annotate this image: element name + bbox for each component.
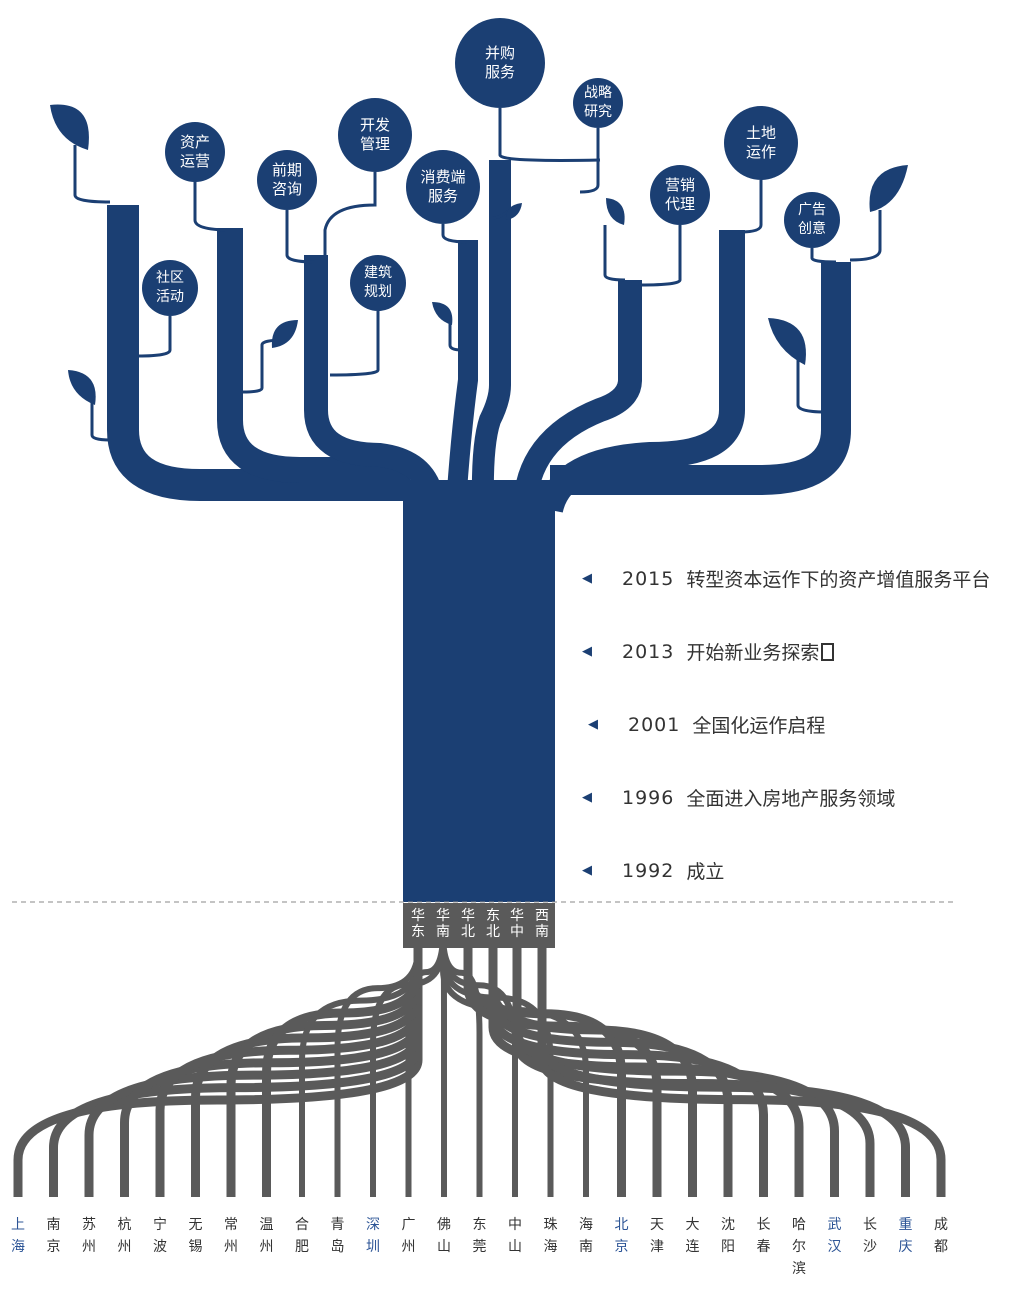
city-label: 佛 山 xyxy=(437,1217,451,1255)
service-bubble-dev: 开发 管理 xyxy=(338,98,412,172)
region-label: 华 北 xyxy=(461,908,475,940)
city-label: 苏 州 xyxy=(82,1217,96,1255)
city-label: 北 京 xyxy=(614,1217,629,1255)
city-label: 天 津 xyxy=(650,1217,664,1255)
service-bubble-community: 社区 活动 xyxy=(142,260,198,316)
leaf-icon xyxy=(505,203,522,220)
root-base xyxy=(403,903,555,948)
root-line xyxy=(334,945,421,1197)
missing-glyph-icon xyxy=(821,642,835,661)
service-bubble-merger: 并购 服务 xyxy=(455,18,545,108)
city-label: 青 岛 xyxy=(330,1217,345,1255)
city-label: 杭 州 xyxy=(117,1217,132,1255)
city-label: 无 锡 xyxy=(188,1217,203,1255)
service-bubble-land: 土地 运作 xyxy=(724,106,798,180)
service-bubble-strategy: 战略 研究 xyxy=(573,78,623,128)
leaf-icon xyxy=(271,320,298,348)
city-label: 宁 波 xyxy=(153,1217,167,1255)
leaf-icon xyxy=(768,318,806,365)
city-label: 合 肥 xyxy=(295,1217,309,1255)
arrow-left-icon: ◀ xyxy=(582,571,592,586)
leaf-icon xyxy=(50,104,89,150)
city-label: 海 南 xyxy=(579,1217,593,1255)
branch xyxy=(217,228,410,483)
leaf-icon xyxy=(68,370,96,405)
city-label: 南 京 xyxy=(46,1217,61,1255)
city-label: 沈 阳 xyxy=(721,1217,735,1255)
leaf-icon xyxy=(606,198,625,225)
branch xyxy=(471,160,511,531)
region-label: 华 南 xyxy=(436,908,450,940)
arrow-left-icon: ◀ xyxy=(588,717,598,732)
city-label: 哈 尔 滨 xyxy=(792,1217,806,1277)
leaf-icon xyxy=(869,165,908,212)
city-label: 长 春 xyxy=(756,1217,771,1255)
city-label: 常 州 xyxy=(224,1217,238,1255)
service-bubble-consumer: 消费端 服务 xyxy=(406,150,480,224)
city-label: 重 庆 xyxy=(898,1217,913,1255)
service-bubble-consult: 前期 咨询 xyxy=(257,150,317,210)
city-label: 成 都 xyxy=(934,1217,948,1255)
branch xyxy=(513,280,642,511)
root-line xyxy=(13,945,423,1197)
city-label: 深 圳 xyxy=(366,1217,380,1255)
city-label: 大 连 xyxy=(685,1217,700,1255)
service-bubble-marketing: 营销 代理 xyxy=(650,165,710,225)
branch xyxy=(304,255,442,495)
city-label: 珠 海 xyxy=(543,1217,558,1255)
city-label: 长 沙 xyxy=(863,1217,877,1255)
root-line xyxy=(49,945,423,1197)
arrow-left-icon: ◀ xyxy=(582,644,592,659)
branch xyxy=(445,240,478,521)
region-label: 东 北 xyxy=(486,908,500,940)
city-label: 上 海 xyxy=(11,1217,25,1255)
city-label: 武 汉 xyxy=(827,1217,842,1255)
region-label: 西 南 xyxy=(535,908,549,940)
region-label: 华 东 xyxy=(411,908,425,940)
service-bubble-asset: 资产 运营 xyxy=(165,122,225,182)
arrow-left-icon: ◀ xyxy=(582,863,592,878)
service-bubble-ad: 广告 创意 xyxy=(784,192,840,248)
root-line xyxy=(84,945,423,1197)
city-label: 温 州 xyxy=(259,1217,274,1255)
leaves xyxy=(50,104,908,405)
leaf-icon xyxy=(432,302,453,325)
arrow-left-icon: ◀ xyxy=(582,790,592,805)
branch xyxy=(550,262,851,495)
city-label: 中 山 xyxy=(508,1217,522,1255)
city-label: 东 莞 xyxy=(472,1217,487,1255)
tree-branches xyxy=(107,160,851,531)
trunk xyxy=(403,480,555,902)
region-label: 华 中 xyxy=(510,908,524,940)
root-line xyxy=(537,945,946,1197)
service-bubble-architecture: 建筑 规划 xyxy=(350,255,406,311)
branch xyxy=(107,205,410,501)
city-label: 广 州 xyxy=(401,1217,416,1255)
thin-stems xyxy=(73,108,882,442)
roots xyxy=(13,920,946,1197)
